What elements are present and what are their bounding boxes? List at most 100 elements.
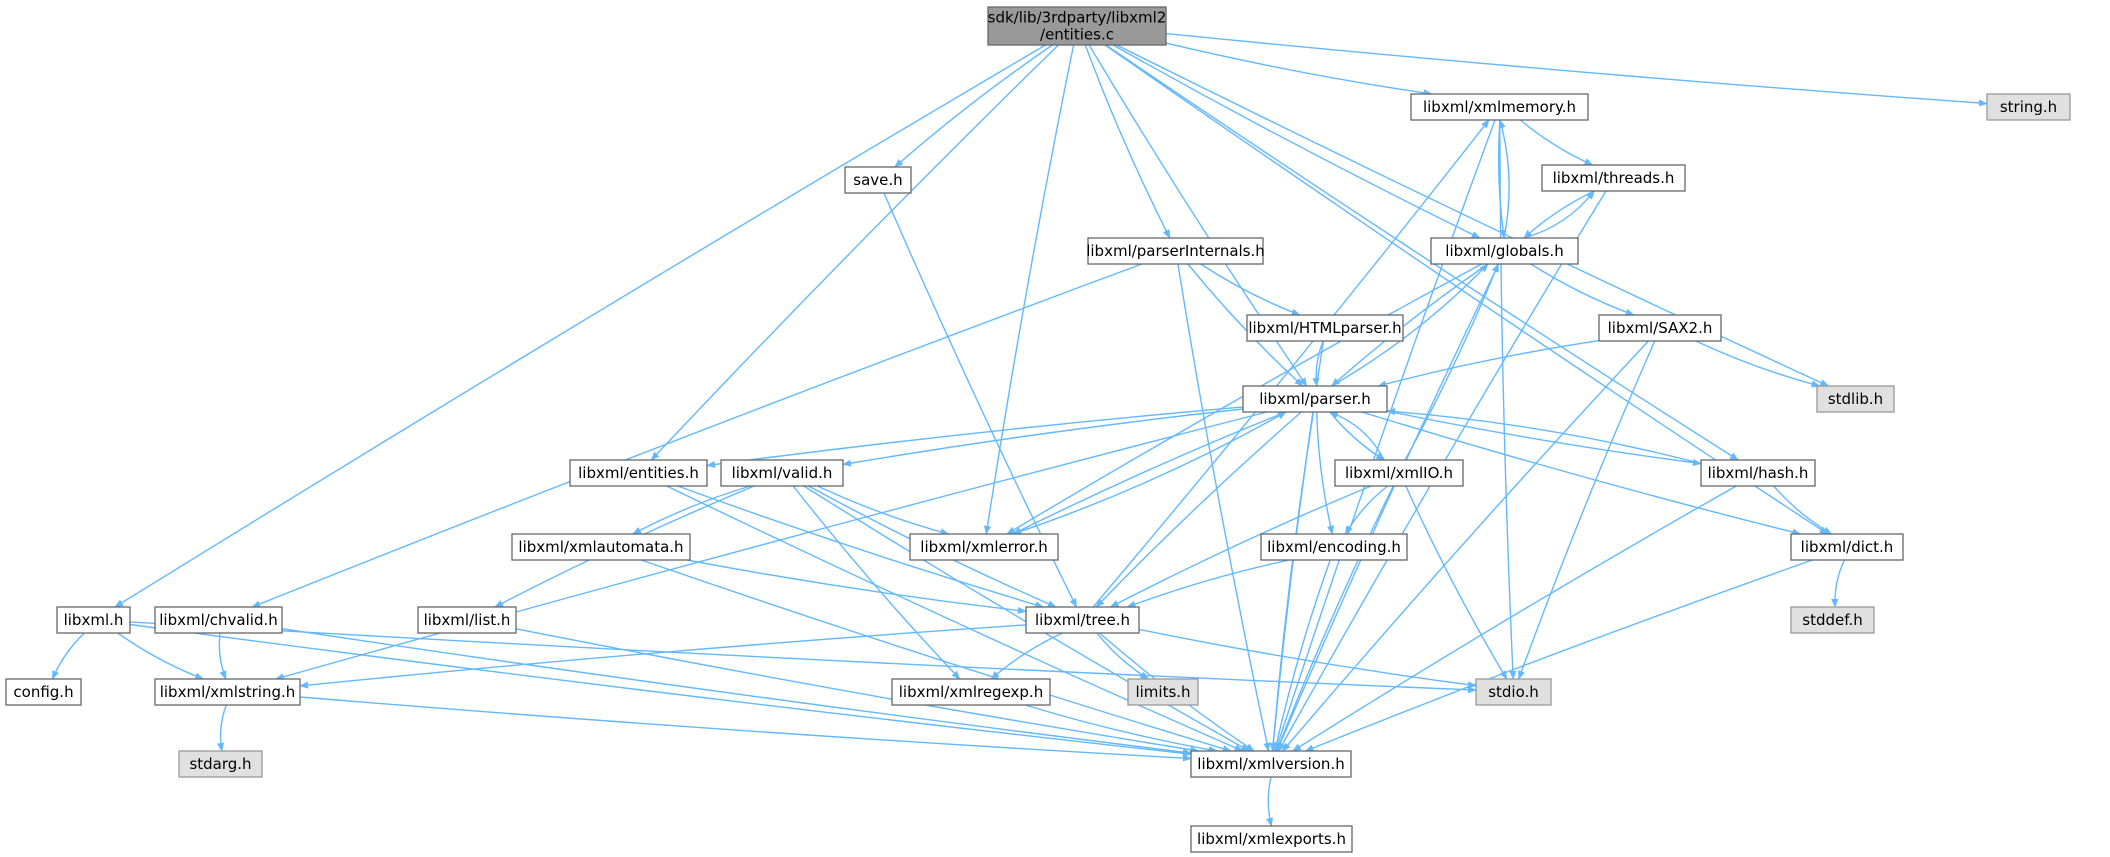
node-xmlregexp[interactable]: libxml/xmlregexp.h [891, 678, 1051, 706]
edge-root-to-parserInternals [1084, 44, 1171, 239]
node-config[interactable]: config.h [5, 678, 82, 706]
node-root-box [987, 6, 1167, 46]
edge-valid-to-xmlversion [803, 485, 1250, 752]
node-stdarg[interactable]: stdarg.h [178, 750, 263, 778]
edge-tree-to-xmlregexp [990, 632, 1063, 680]
edge-parser-to-valid [842, 408, 1244, 467]
edge-valid-to-xmlerror [817, 485, 950, 536]
node-entities-label: libxml/entities.h [578, 464, 699, 482]
node-parser-box [1242, 385, 1388, 413]
node-xmlmemory[interactable]: libxml/xmlmemory.h [1410, 93, 1589, 121]
edge-root-to-globals [1112, 44, 1481, 239]
node-libxml-label: libxml.h [64, 611, 124, 629]
node-xmlerror[interactable]: libxml/xmlerror.h [909, 533, 1059, 561]
node-limits-box [1127, 678, 1199, 706]
node-xmlregexp-box [891, 678, 1051, 706]
node-xmlstring[interactable]: libxml/xmlstring.h [154, 678, 301, 706]
node-xmlexports[interactable]: libxml/xmlexports.h [1190, 825, 1353, 853]
node-xmlerror-box [909, 533, 1059, 561]
node-xmlIO-box [1334, 459, 1464, 487]
edge-SAX2-to-stdio [1518, 340, 1656, 680]
node-stdarg-label: stdarg.h [189, 755, 251, 773]
node-parserInternals-box [1087, 237, 1264, 265]
edge-SAX2-to-xmlversion [1282, 340, 1649, 752]
node-xmlstring-box [154, 678, 301, 706]
edge-chvalid-to-xmlstring [218, 632, 227, 680]
node-stdlib[interactable]: stdlib.h [1816, 385, 1895, 413]
node-limits-label: limits.h [1135, 683, 1190, 701]
node-globals-box [1430, 237, 1579, 265]
node-encoding-box [1260, 533, 1408, 561]
node-list-label: libxml/list.h [424, 611, 511, 629]
node-stddef-label: stddef.h [1802, 611, 1862, 629]
node-stdio[interactable]: stdio.h [1475, 678, 1552, 706]
edge-encoding-to-tree [1126, 559, 1290, 608]
node-parserInternals-label: libxml/parserInternals.h [1086, 242, 1265, 260]
edge-parser-to-encoding [1316, 411, 1334, 535]
edge-SAX2-to-stdlib [1695, 340, 1821, 388]
node-xmlversion[interactable]: libxml/xmlversion.h [1190, 750, 1352, 778]
edge-xmlversion-to-xmlexports [1265, 776, 1273, 827]
node-string[interactable]: string.h [1986, 93, 2071, 121]
node-xmlmemory-box [1410, 93, 1589, 121]
edge-libxml-to-config [51, 632, 85, 680]
node-xmlstring-label: libxml/xmlstring.h [160, 683, 296, 701]
edge-chvalid-to-xmlversion [281, 628, 1192, 756]
edge-xmlIO-to-encoding [1344, 485, 1389, 535]
edge-root-to-string [1165, 32, 1988, 107]
node-chvalid-box [154, 606, 283, 634]
node-dict-label: libxml/dict.h [1801, 538, 1894, 556]
node-string-box [1986, 93, 2071, 121]
edge-parser-to-xmlversion [1269, 411, 1315, 752]
edge-root-to-libxml [114, 44, 1046, 608]
node-tree[interactable]: libxml/tree.h [1025, 606, 1140, 634]
node-encoding-label: libxml/encoding.h [1267, 538, 1401, 556]
edge-xmlIO-to-stdio [1405, 485, 1508, 680]
node-tree-label: libxml/tree.h [1035, 611, 1130, 629]
node-parser[interactable]: libxml/parser.h [1242, 385, 1388, 413]
node-entities-box [569, 459, 708, 487]
node-SAX2[interactable]: libxml/SAX2.h [1598, 314, 1722, 342]
edge-parser-to-tree [1095, 411, 1302, 608]
node-root: sdk/lib/3rdparty/libxml2/entities.c [987, 6, 1167, 46]
node-config-label: config.h [13, 683, 73, 701]
node-globals[interactable]: libxml/globals.h [1430, 237, 1579, 265]
node-stddef[interactable]: stddef.h [1790, 606, 1875, 634]
node-tree-box [1025, 606, 1140, 634]
node-xmlversion-box [1190, 750, 1352, 778]
node-libxml[interactable]: libxml.h [56, 606, 131, 634]
edge-dict-to-stddef [1831, 559, 1846, 608]
edge-root-to-entities [650, 44, 1059, 461]
node-stddef-box [1790, 606, 1875, 634]
node-SAX2-label: libxml/SAX2.h [1608, 319, 1713, 337]
node-list[interactable]: libxml/list.h [417, 606, 517, 634]
node-xmlautomata[interactable]: libxml/xmlautomata.h [511, 533, 691, 561]
edge-root-to-hash [1105, 44, 1739, 461]
edge-dict-to-xmlversion [1304, 559, 1813, 752]
edge-hash-to-parser [1386, 408, 1702, 465]
node-chvalid[interactable]: libxml/chvalid.h [154, 606, 283, 634]
edge-xmlmemory-to-threads [1519, 119, 1594, 166]
node-list-box [417, 606, 517, 634]
edge-parserInternals-to-xmlversion [1177, 263, 1271, 752]
node-xmlIO[interactable]: libxml/xmlIO.h [1334, 459, 1464, 487]
node-hash-label: libxml/hash.h [1708, 464, 1809, 482]
node-parserInternals[interactable]: libxml/parserInternals.h [1086, 237, 1265, 265]
edge-valid-to-xmlregexp [792, 485, 961, 680]
node-valid[interactable]: libxml/valid.h [720, 459, 844, 487]
edge-xmlautomata-to-xmlversion [640, 559, 1232, 753]
node-xmlmemory-label: libxml/xmlmemory.h [1423, 98, 1576, 116]
node-HTMLparser[interactable]: libxml/HTMLparser.h [1246, 314, 1404, 342]
node-hash[interactable]: libxml/hash.h [1700, 459, 1816, 487]
node-dict[interactable]: libxml/dict.h [1790, 533, 1904, 561]
node-entities[interactable]: libxml/entities.h [569, 459, 708, 487]
node-limits[interactable]: limits.h [1127, 678, 1199, 706]
edge-hash-to-dict [1773, 485, 1833, 535]
edge-entities-to-xmlversion [666, 485, 1244, 752]
node-stdio-box [1475, 678, 1552, 706]
node-encoding[interactable]: libxml/encoding.h [1260, 533, 1408, 561]
node-threads[interactable]: libxml/threads.h [1541, 164, 1686, 192]
node-save[interactable]: save.h [844, 166, 912, 194]
node-dict-box [1790, 533, 1904, 561]
